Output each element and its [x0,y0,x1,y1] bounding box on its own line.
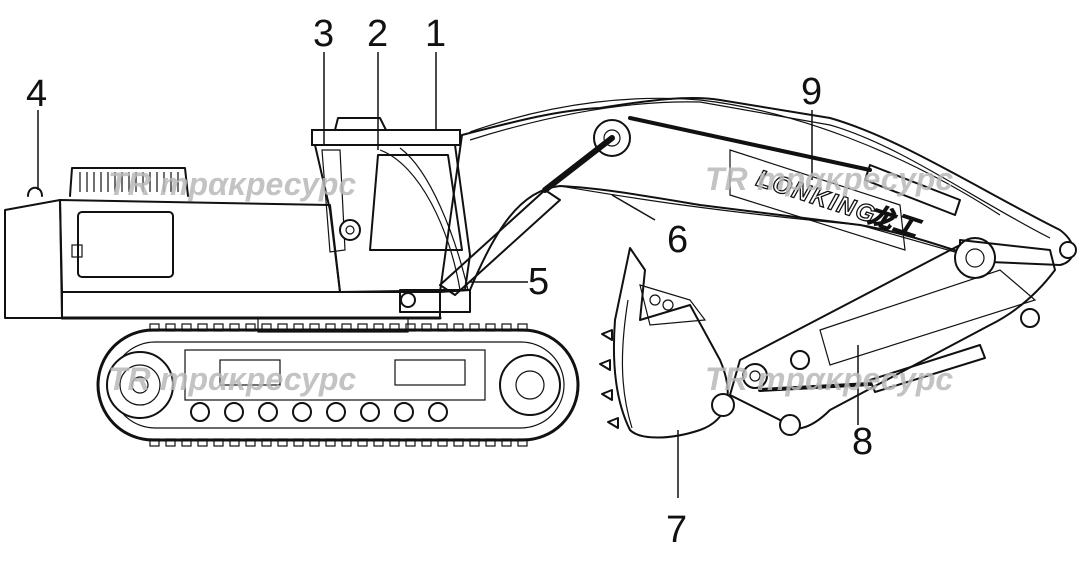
watermark-text: трακресурс [757,361,953,397]
callout-9: 9 [801,71,822,113]
boom [439,97,1077,296]
watermark-logo: TR [705,361,748,397]
watermark-3: TR трακресурс [108,361,356,397]
callout-5: 5 [528,261,549,303]
bucket [599,247,735,439]
arm [729,239,1056,436]
callout-8: 8 [852,421,873,463]
callout-4: 4 [26,73,47,115]
upper-structure [4,117,471,333]
callout-3: 3 [313,13,334,55]
callout-1: 1 [425,13,446,55]
watermark-text: трακресурс [160,166,356,202]
crawler-track [96,323,580,447]
watermark-2: TR трακресурс [705,161,953,197]
watermark-logo: TR [108,361,151,397]
watermark-logo: TR [108,166,151,202]
watermark-logo: TR [705,161,748,197]
leader-lines [37,52,859,498]
watermark-1: TR трακресурс [108,166,356,202]
watermark-text: трακресурс [757,161,953,197]
callout-7: 7 [666,509,687,551]
callouts: 1 2 3 4 5 6 7 8 9 [26,13,873,551]
callout-6: 6 [667,219,688,261]
watermark-4: TR трακресурс [705,361,953,397]
callout-2: 2 [367,13,388,55]
watermark-text: трακресурс [160,361,356,397]
boom-brand-cn: 龙工 [865,201,924,243]
